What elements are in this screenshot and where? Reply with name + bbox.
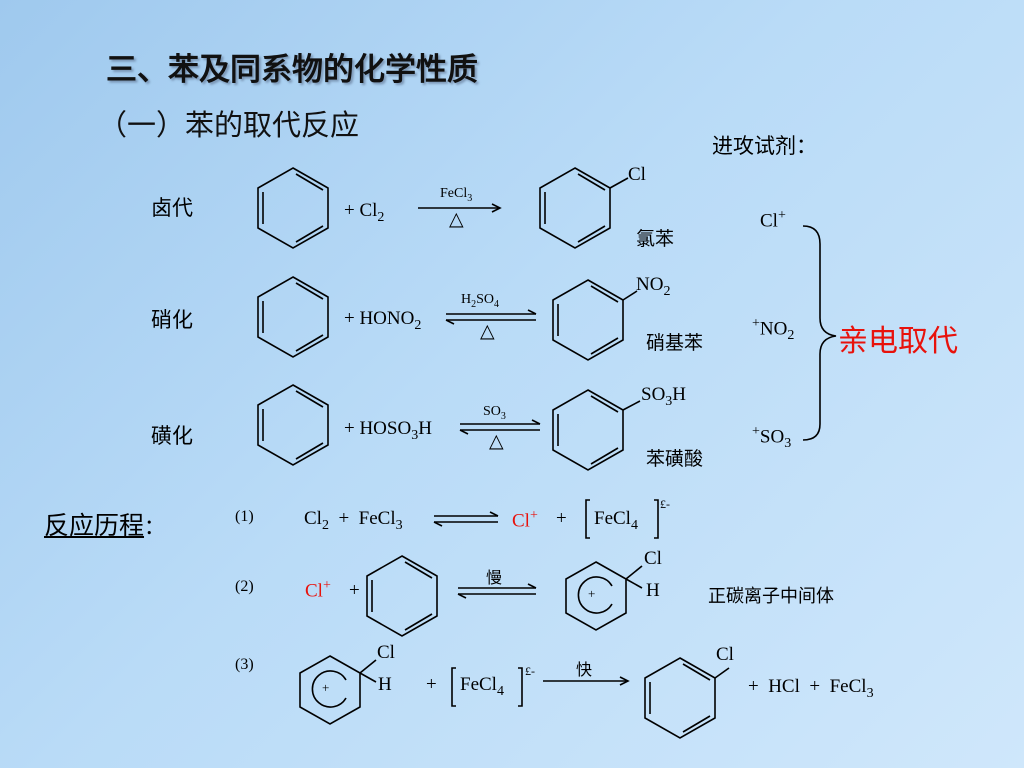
nitration-label: 硝化 <box>151 308 193 332</box>
step3-charge: £- <box>525 664 535 678</box>
ion-cl: Cl <box>377 642 395 663</box>
plus-sign: + <box>426 674 437 695</box>
product-name-chlorobenzene: 氯苯 <box>636 228 675 250</box>
benzene-ring <box>257 167 329 249</box>
electrophilic-substitution-label: 亲电取代 <box>838 324 958 359</box>
arenium-ion <box>565 561 643 631</box>
fast-label: 快 <box>576 660 593 679</box>
halogenation-label: 卤代 <box>151 196 193 220</box>
nitrobenzene-ring <box>552 279 638 361</box>
curly-brace <box>802 225 837 441</box>
step-number: (3) <box>235 656 254 673</box>
catalyst-so3: SO3 <box>483 404 506 422</box>
benzene-ring <box>366 555 438 637</box>
mechanism-heading: 反应历程： <box>44 511 166 540</box>
step1-cl-cation: Cl+ <box>512 508 538 532</box>
step1-reactants: Cl2 + FeCl3 <box>304 508 403 533</box>
intermediate-name: 正碳离子中间体 <box>708 586 834 607</box>
plus-sign: + <box>349 580 360 601</box>
carbocation-charge: + <box>322 680 330 695</box>
electrophile-cl: Cl+ <box>760 208 786 232</box>
step-number: (2) <box>235 578 254 595</box>
product-name-nitrobenzene: 硝基苯 <box>646 332 704 354</box>
chlorobenzene-ring <box>539 167 629 249</box>
ion-h: H <box>646 580 660 601</box>
arenium-ion <box>299 655 377 725</box>
carbocation-charge: + <box>588 586 596 601</box>
benzenesulfonic-ring <box>552 389 641 471</box>
reagent-hoso3h: + HOSO3H <box>344 418 432 443</box>
benzene-ring <box>257 384 329 466</box>
step1-fecl4: FeCl4 <box>594 508 638 533</box>
reagent-cl2: + Cl2 <box>344 200 385 225</box>
catalyst-h2so4: H2SO4 <box>461 292 500 310</box>
ion-cl: Cl <box>644 548 662 569</box>
step2-cl-cation: Cl+ <box>305 578 331 602</box>
sulfonation-label: 磺化 <box>151 424 193 448</box>
page-title: 三、苯及同系物的化学性质 <box>106 52 478 88</box>
slow-label: 慢 <box>486 568 503 587</box>
product-so3h: SO3H <box>641 384 687 409</box>
product-no2: NO2 <box>636 274 671 299</box>
heat-condition: △ <box>480 321 495 342</box>
chlorobenzene-ring <box>644 657 730 739</box>
step1-charge: £- <box>660 497 670 511</box>
electrophile-no2: +NO2 <box>752 316 795 344</box>
product-cl: Cl <box>716 644 734 665</box>
catalyst-fecl3: FeCl3 <box>440 186 473 204</box>
step3-byproducts: + HCl + FeCl3 <box>748 676 874 701</box>
electrophile-so3: +SO3 <box>752 424 792 452</box>
heat-condition: △ <box>449 209 464 230</box>
reagent-hono2: + HONO2 <box>344 308 422 333</box>
heat-condition: △ <box>489 431 504 452</box>
ion-h: H <box>378 674 392 695</box>
product-cl: Cl <box>628 164 646 185</box>
benzene-ring <box>257 276 329 358</box>
product-name-benzenesulfonic-acid: 苯磺酸 <box>646 448 704 470</box>
plus-sign: + <box>556 508 567 529</box>
step-number: (1) <box>235 508 254 525</box>
section-subtitle: （一）苯的取代反应 <box>98 108 360 142</box>
reagent-label: 进攻试剂： <box>712 134 817 158</box>
step3-fecl4: FeCl4 <box>460 674 504 699</box>
